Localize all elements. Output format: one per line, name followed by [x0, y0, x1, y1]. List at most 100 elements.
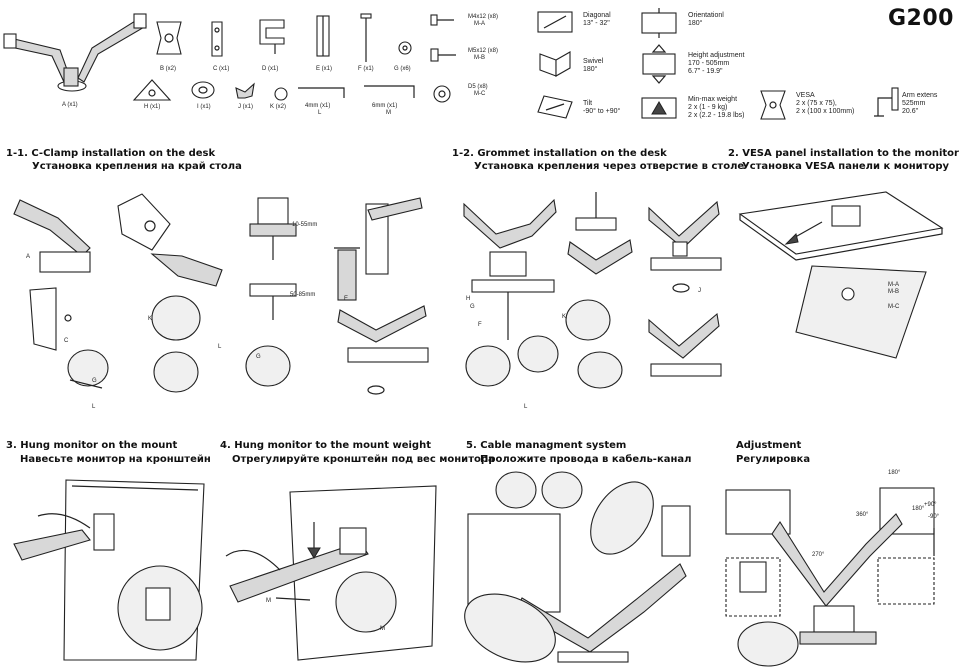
screw-m5-icon: [430, 48, 456, 62]
part-m-hex-key-icon: [364, 85, 415, 98]
part-m-sublabel: M: [386, 110, 391, 116]
section-3-title: 3. Hung monitor on the mount: [6, 440, 178, 451]
part-e-label: E (x1): [316, 66, 333, 72]
tilt-value: -90° to +90°: [583, 108, 621, 115]
section-2-title: 2. VESA panel installation to the monito…: [728, 148, 959, 159]
grommet-label-l: L: [524, 404, 528, 410]
diagonal-title: Diagonal: [583, 12, 611, 19]
arm-extension-icon: [874, 87, 899, 117]
grommet-label-j: J: [698, 288, 701, 294]
diagonal-value: 13" - 32": [583, 20, 610, 27]
part-e-pole-icon: [316, 15, 330, 57]
part-c-label: C (x1): [213, 66, 230, 72]
part-h-plate-icon: [132, 79, 172, 101]
vesa-value: 2 x (75 x 75), 2 x (100 x 100mm): [796, 100, 855, 115]
rotation-180-right: 180°: [912, 506, 925, 512]
height-value: 170 - 505mm 6.7" - 19.9": [688, 60, 730, 75]
part-i-washer-icon: [191, 81, 215, 99]
vesa-label-mb: M-B: [888, 289, 899, 295]
rotation-270: 270°: [812, 552, 825, 558]
rotation-180-top: 180°: [888, 470, 901, 476]
section-adjustment-title-ru: Регулировка: [736, 454, 811, 465]
grommet-label-h: H: [466, 296, 471, 302]
diagonal-icon: [537, 11, 573, 33]
section-1-2-title-ru: Установка крепления через отверстие в ст…: [474, 161, 745, 172]
c-clamp-label-a: A: [26, 254, 31, 260]
c-clamp-step2-illustration: [117, 193, 223, 393]
section-1-2-title: 1-2. Grommet installation on the desk: [452, 148, 667, 159]
grommet-label-g: G: [470, 304, 475, 310]
screw-m4-sublabel: M-A: [474, 21, 485, 27]
tilt-minus-90: -90°: [928, 514, 940, 520]
height-title: Height adjustment: [688, 52, 745, 59]
part-c-bracket-icon: [211, 21, 223, 57]
grommet-step2-illustration: [565, 192, 633, 389]
part-f-label: F (x1): [358, 66, 374, 72]
c-clamp-label-g: G: [92, 378, 97, 384]
adjustment-illustration: [725, 487, 935, 667]
swivel-title: Swivel: [583, 58, 604, 65]
c-clamp-label-k: K: [148, 316, 153, 322]
part-b-label: B (x2): [160, 66, 177, 72]
part-b-vesa-plate-icon: [156, 21, 182, 55]
vesa-label-mc: M-C: [888, 304, 900, 310]
weight-label-m-1: M: [266, 598, 271, 604]
c-clamp-step4-illustration: [334, 197, 429, 395]
tilt-title: Tilt: [583, 100, 593, 107]
minmax-title: Min-max weight: [688, 96, 738, 103]
screw-m4-label: M4x12 (x8): [468, 14, 499, 20]
part-k-cap-icon: [274, 87, 288, 101]
section-1-1-title: 1-1. C-Clamp installation on the desk: [6, 148, 216, 159]
screw-m5-label: M5x12 (x8): [468, 48, 499, 54]
part-i-label: I (x1): [197, 104, 211, 110]
clamp-range-2: 50-85mm: [290, 292, 316, 298]
section-5-title: 5. Cable managment system: [466, 440, 627, 451]
vesa-title: VESA: [796, 92, 815, 99]
rotation-360: 360°: [856, 512, 869, 518]
c-clamp-step3-label-l: L: [218, 344, 222, 350]
part-g-nut-icon: [398, 41, 412, 55]
c-clamp-label-c: C: [64, 338, 69, 344]
part-a-dual-arm-illustration: [3, 13, 147, 92]
part-l-sublabel: L: [318, 110, 322, 116]
washer-d5-label: D5 (x8): [468, 84, 488, 90]
screw-m4-icon: [430, 14, 454, 26]
part-d-label: D (x1): [262, 66, 279, 72]
part-h-label: H (x1): [144, 104, 161, 110]
minmax-value: 2 x (1 - 9 kg) 2 x (2.2 - 19.8 lbs): [688, 104, 745, 119]
cable-management-illustration: [464, 471, 691, 663]
clamp-range-1: 10-55mm: [292, 222, 318, 228]
washer-d5-icon: [433, 85, 451, 103]
swivel-value: 180°: [583, 66, 598, 73]
section-4-title: 4. Hung monitor to the mount weight: [220, 440, 431, 451]
part-l-hex-key-icon: [298, 87, 345, 98]
model-name: G200: [888, 6, 954, 31]
vesa-label-ma: M-A: [888, 282, 899, 288]
height-adjust-icon: [642, 44, 676, 84]
c-clamp-label-l: L: [92, 404, 96, 410]
grommet-label-f: F: [478, 322, 482, 328]
washer-d5-sublabel: M-C: [474, 91, 486, 97]
c-clamp-step3-label-g: G: [256, 354, 261, 360]
weight-icon: [641, 97, 677, 119]
tilt-icon: [537, 95, 573, 119]
part-j-wing-nut-icon: [235, 82, 255, 99]
c-clamp-step4-label-e: E: [344, 296, 349, 302]
section-5-title-ru: Проложите провода в кабель-канал: [480, 454, 692, 465]
part-g-label: G (x6): [394, 66, 411, 72]
tilt-plus-90: +90°: [924, 502, 937, 508]
part-l-label: 4mm (x1): [305, 103, 331, 109]
section-adjustment-title: Adjustment: [736, 440, 802, 451]
screw-m5-sublabel: M-B: [474, 55, 485, 61]
vesa-install-illustration: [738, 191, 944, 359]
part-m-label: 6mm (x1): [372, 103, 398, 109]
arm-value: 525mm 20.6": [902, 100, 926, 115]
grommet-step1-illustration: [463, 198, 559, 387]
section-2-title-ru: Установка VESA панели к монитору: [742, 161, 950, 172]
part-a-label: A (x1): [62, 102, 78, 108]
section-1-1-title-ru: Установка крепления на край стола: [32, 161, 242, 172]
part-j-label: J (x1): [238, 104, 253, 110]
grommet-step3-illustration: [648, 200, 722, 377]
weight-label-m-2: M: [380, 626, 385, 632]
arm-title: Arm extens: [902, 92, 938, 99]
